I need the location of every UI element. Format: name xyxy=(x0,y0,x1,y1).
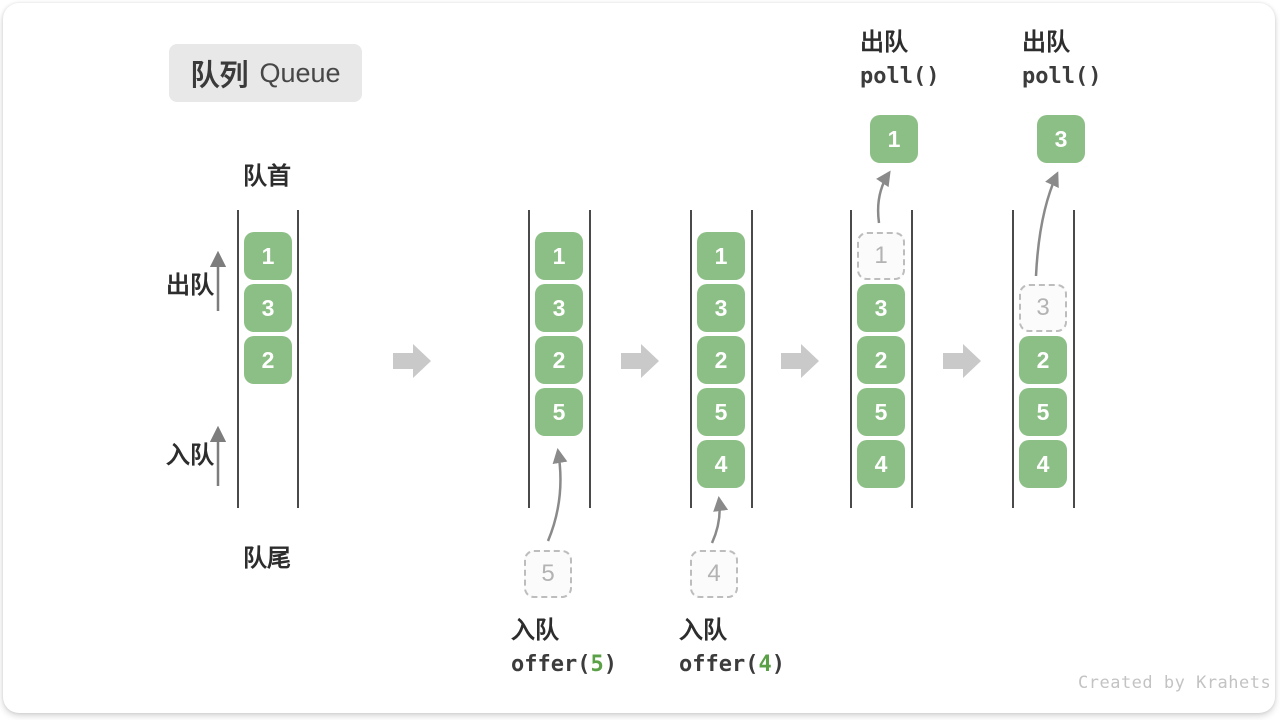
code-text: offer( xyxy=(511,652,591,677)
queue-cell: 4 xyxy=(1019,440,1067,488)
incoming-cell: 4 xyxy=(690,550,738,598)
queue-wall xyxy=(589,210,591,508)
dequeue-op-zh: 出队 xyxy=(860,29,908,56)
queue-cell: 3 xyxy=(697,284,745,332)
dequeue-op-label: 出队 poll() xyxy=(1022,26,1101,94)
queue-front-label: 队首 xyxy=(243,163,291,190)
queue-rear-label: 队尾 xyxy=(243,545,291,572)
next-state-arrow-icon xyxy=(393,344,431,378)
enqueue-op-label: 入队 offer(5) xyxy=(511,614,617,682)
next-state-arrow-icon xyxy=(943,344,981,378)
queue-cell: 4 xyxy=(857,440,905,488)
code-text: offer( xyxy=(679,652,759,677)
queue-wall xyxy=(751,210,753,508)
enqueue-op-code: offer(4) xyxy=(679,648,785,682)
dequeue-op-code: poll() xyxy=(860,64,940,89)
queue-wall xyxy=(297,210,299,508)
incoming-cell: 5 xyxy=(524,550,572,598)
dequeue-op-label: 出队 poll() xyxy=(860,26,939,94)
dequeue-op-zh: 出队 xyxy=(1022,29,1070,56)
enqueue-5-arrow-icon xyxy=(546,448,568,542)
next-state-arrow-icon xyxy=(621,344,659,378)
queue-cell: 3 xyxy=(857,284,905,332)
removed-cell: 3 xyxy=(1019,284,1067,332)
poll-3-arrow-icon xyxy=(1034,171,1059,277)
dequeue-op-code: poll() xyxy=(1022,64,1102,89)
queue-cell: 5 xyxy=(857,388,905,436)
popped-cell: 1 xyxy=(870,115,918,163)
queue-cell: 5 xyxy=(535,388,583,436)
queue-cell: 2 xyxy=(244,336,292,384)
enqueue-op-code: offer(5) xyxy=(511,648,617,682)
queue-cell: 2 xyxy=(697,336,745,384)
enqueue-op-zh: 入队 xyxy=(679,617,727,644)
code-arg: 5 xyxy=(590,652,604,677)
popped-cell: 3 xyxy=(1037,115,1085,163)
queue-cell: 5 xyxy=(1019,388,1067,436)
queue-wall xyxy=(690,210,692,508)
queue-cell: 2 xyxy=(535,336,583,384)
title-zh: 队列 xyxy=(190,60,249,92)
queue-wall xyxy=(1073,210,1075,508)
next-state-arrow-icon xyxy=(781,344,819,378)
enqueue-side-label: 入队 xyxy=(166,442,214,469)
code-text: ) xyxy=(603,652,617,677)
dequeue-side-label: 出队 xyxy=(166,272,214,299)
queue-cell: 4 xyxy=(697,440,745,488)
enqueue-op-label: 入队 offer(4) xyxy=(679,614,785,682)
queue-cell: 5 xyxy=(697,388,745,436)
queue-wall xyxy=(1012,210,1014,508)
queue-wall xyxy=(911,210,913,508)
credit-text: Created by Krahets xyxy=(1078,673,1272,693)
queue-cell: 1 xyxy=(697,232,745,280)
queue-cell: 2 xyxy=(1019,336,1067,384)
title-en: Queue xyxy=(259,57,341,88)
poll-1-arrow-icon xyxy=(876,170,891,224)
code-text: ) xyxy=(771,652,785,677)
queue-cell: 3 xyxy=(535,284,583,332)
queue-wall xyxy=(237,210,239,508)
queue-cell: 1 xyxy=(535,232,583,280)
title-badge: 队列 Queue xyxy=(169,44,362,102)
queue-cell: 1 xyxy=(244,232,292,280)
queue-cell: 3 xyxy=(244,284,292,332)
queue-cell: 2 xyxy=(857,336,905,384)
code-arg: 4 xyxy=(758,652,772,677)
enqueue-op-zh: 入队 xyxy=(511,617,559,644)
enqueue-4-arrow-icon xyxy=(710,496,729,544)
queue-wall xyxy=(850,210,852,508)
removed-cell: 1 xyxy=(857,232,905,280)
queue-wall xyxy=(528,210,530,508)
